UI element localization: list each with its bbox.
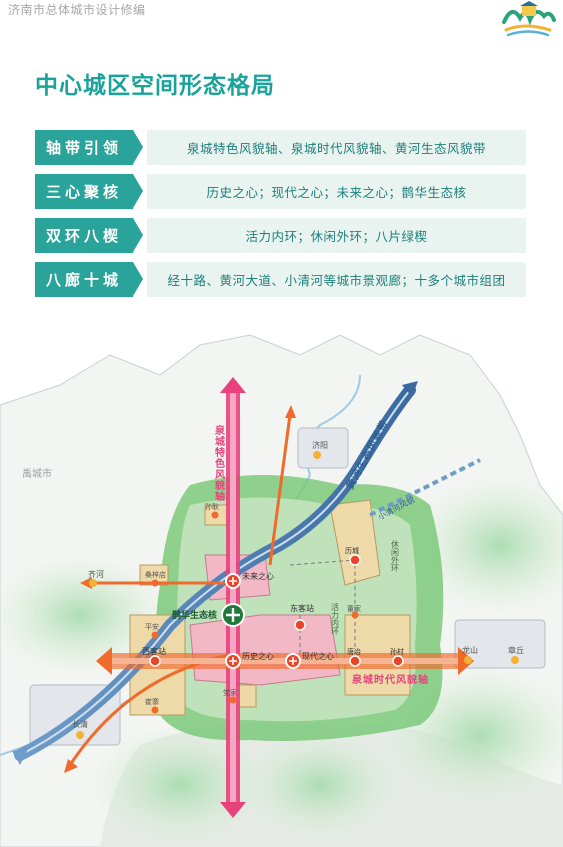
label-node-jiangjia: 孙耿 — [205, 502, 219, 511]
label-node-tangye: 唐冶 — [347, 647, 361, 656]
document-title: 济南市总体城市设计修编 — [8, 3, 146, 17]
label-node-cuizhai: 崔寨 — [145, 697, 159, 706]
summary-table: 轴带引领 泉城特色风貌轴、泉城时代风貌轴、黄河生态风貌带 三心聚核 历史之心；现… — [35, 130, 526, 306]
summary-desc: 历史之心；现代之心；未来之心；鹊华生态核 — [147, 174, 526, 209]
core-plus-icon — [289, 657, 297, 665]
green-wedge — [90, 725, 270, 845]
district-block-zhangqiu — [454, 619, 546, 669]
label-changqing: 长清 — [72, 719, 88, 729]
summary-row-cores: 三心聚核 历史之心；现代之心；未来之心；鹊华生态核 — [35, 174, 526, 209]
label-zhangqiu: 章丘 — [508, 645, 524, 655]
node-marker — [229, 696, 237, 704]
spatial-structure-map: 禹城市 济阳 齐河 长清 章丘 龙山 泉城特色风貌轴 泉城时代风貌轴 黄河生态风… — [0, 315, 563, 847]
label-node-dongjia: 董家 — [347, 604, 361, 613]
green-wedge — [240, 730, 400, 840]
district-block-jiyang — [297, 427, 349, 469]
node-marker — [313, 451, 321, 459]
yellow-river-belt-edge — [19, 389, 411, 756]
corridor-arrow-icon — [80, 577, 92, 589]
label-core-quehua: 鹊华生态核 — [172, 609, 217, 621]
node-marker — [151, 706, 159, 714]
tag-arrow-icon — [133, 130, 143, 164]
node-marker — [76, 731, 84, 739]
label-ring-vitality: 活力内环 — [331, 602, 340, 636]
node-marker — [89, 579, 97, 587]
urban-block-history-modern — [189, 614, 341, 686]
tag-arrow-icon — [133, 174, 143, 208]
label-station-west: 西客站 — [142, 646, 166, 656]
summary-tag: 八廊十城 — [35, 262, 133, 297]
axis-feature-inner — [230, 390, 236, 805]
label-longshan: 龙山 — [462, 645, 478, 655]
summary-row-rings: 双环八楔 活力内环；休闲外环；八片绿楔 — [35, 218, 526, 253]
summary-desc: 经十路、黄河大道、小清河等城市景观廊；十多个城市组团 — [147, 262, 526, 297]
green-wedge — [0, 555, 170, 675]
label-node-licheng: 历城 — [345, 547, 359, 555]
belt-arrow-icon — [402, 381, 418, 397]
summary-desc: 活力内环；休闲外环；八片绿楔 — [147, 218, 526, 253]
city-logo-icon — [502, 1, 556, 37]
summary-tag: 轴带引领 — [35, 130, 133, 165]
label-ring-leisure: 休闲外环 — [391, 539, 400, 573]
label-node-sangzi: 桑梓店 — [145, 570, 166, 579]
label-axis-feature: 泉城特色风貌轴 — [213, 424, 226, 502]
axis-arrow-icon — [220, 377, 246, 393]
label-jiyang: 济阳 — [312, 440, 328, 450]
corridor-arrow-icon — [285, 405, 296, 418]
label-node-danan: 党家 — [223, 688, 237, 697]
node-marker — [464, 656, 472, 664]
node-marker — [349, 554, 361, 566]
summary-row-corridors: 八廊十城 经十路、黄河大道、小清河等城市景观廊；十多个城市组团 — [35, 262, 526, 297]
core-plus-icon — [229, 577, 237, 585]
tag-arrow-icon — [133, 218, 143, 252]
label-node-sunchun: 孙村 — [390, 647, 404, 656]
label-station-east: 东客站 — [290, 603, 314, 613]
xiaoqinghe-corridor — [369, 458, 481, 517]
node-marker — [211, 511, 219, 519]
page-title: 中心城区空间形态格局 — [35, 73, 275, 99]
summary-tag: 双环八楔 — [35, 218, 133, 253]
node-marker — [349, 655, 361, 667]
label-node-pingan: 平安 — [145, 622, 159, 631]
summary-tag: 三心聚核 — [35, 174, 133, 209]
node-marker — [392, 655, 404, 667]
core-plus-icon — [226, 608, 240, 622]
node-marker — [151, 631, 159, 639]
node-marker — [351, 611, 359, 619]
core-plus-icon — [229, 657, 237, 665]
urban-block-north — [329, 499, 381, 586]
node-marker — [511, 656, 519, 664]
tag-arrow-icon — [133, 262, 143, 296]
summary-desc: 泉城特色风貌轴、泉城时代风貌轴、黄河生态风貌带 — [147, 130, 526, 165]
label-axis-modern: 泉城时代风貌轴 — [351, 673, 429, 686]
node-marker — [149, 655, 161, 667]
axis-arrow-icon — [96, 647, 112, 675]
axis-arrow-icon — [220, 802, 246, 818]
corridor-north — [268, 414, 292, 566]
corridor-arrow-icon — [64, 759, 78, 773]
node-marker — [294, 619, 306, 631]
node-marker — [151, 579, 159, 587]
label-core-history: 历史之心 — [242, 651, 274, 661]
belt-arrow-icon — [12, 749, 28, 765]
label-qihe: 齐河 — [88, 569, 104, 579]
green-wedge — [410, 475, 563, 615]
label-yucheng: 禹城市 — [22, 467, 52, 480]
label-core-modern: 现代之心 — [302, 651, 334, 661]
summary-row-axis: 轴带引领 泉城特色风貌轴、泉城时代风貌轴、黄河生态风貌带 — [35, 130, 526, 165]
label-core-future: 未来之心 — [242, 571, 274, 581]
